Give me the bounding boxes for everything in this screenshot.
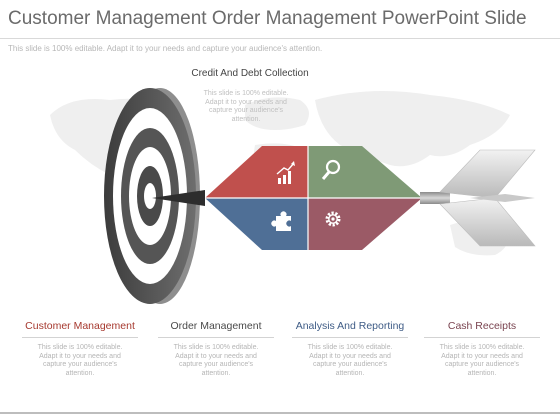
- column-title: Analysis And Reporting: [295, 320, 405, 332]
- title-divider: [0, 38, 560, 39]
- column-description: This slide is 100% editable. Adapt it to…: [439, 344, 525, 377]
- magnifier-icon: [321, 159, 341, 180]
- arrow-tail: [439, 149, 536, 247]
- column-customer-management: Customer Management This slide is 100% e…: [16, 320, 144, 378]
- segment-gear: [308, 198, 422, 250]
- slide-subtitle: This slide is 100% editable. Adapt it to…: [8, 44, 323, 53]
- puzzle-icon: [271, 211, 291, 231]
- column-divider: [292, 337, 408, 338]
- slide-title: Customer Management Order Management Pow…: [8, 8, 527, 29]
- column-title: Cash Receipts: [447, 320, 517, 332]
- column-analysis-and-reporting: Analysis And Reporting This slide is 100…: [286, 320, 414, 378]
- arrow-tip: [152, 190, 205, 206]
- growth-chart-icon: [276, 161, 295, 184]
- column-divider: [158, 337, 274, 338]
- gear-icon: [325, 211, 341, 227]
- column-description: This slide is 100% editable. Adapt it to…: [173, 344, 259, 377]
- target-board: [104, 88, 200, 304]
- column-description: This slide is 100% editable. Adapt it to…: [307, 344, 393, 377]
- column-title: Customer Management: [25, 320, 135, 332]
- arrow-shaft: [420, 192, 450, 204]
- segment-puzzle: [205, 198, 308, 250]
- column-divider: [424, 337, 540, 338]
- segment-growth: [205, 146, 308, 198]
- callout-description: This slide is 100% editable. Adapt it to…: [203, 90, 289, 123]
- bottom-divider: [0, 412, 560, 414]
- column-divider: [22, 337, 138, 338]
- column-order-management: Order Management This slide is 100% edit…: [152, 320, 280, 378]
- callout-title: Credit And Debt Collection: [191, 68, 309, 79]
- column-title: Order Management: [170, 320, 262, 332]
- column-description: This slide is 100% editable. Adapt it to…: [37, 344, 123, 377]
- segment-search: [308, 146, 422, 198]
- column-cash-receipts: Cash Receipts This slide is 100% editabl…: [418, 320, 546, 378]
